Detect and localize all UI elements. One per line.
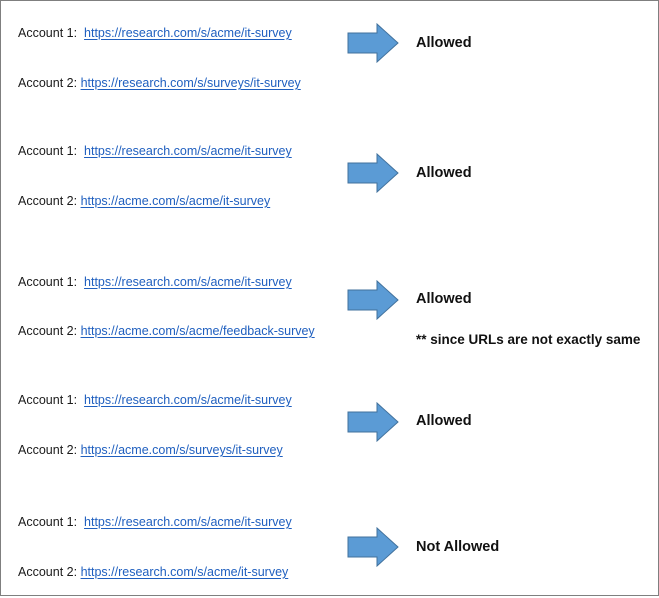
case-row: Account 1: https://research.com/s/acme/i… — [1, 127, 659, 227]
account-2-label: Account 2: — [18, 565, 78, 579]
right-arrow-icon — [347, 153, 399, 193]
case-row: Account 1: https://research.com/s/acme/i… — [1, 498, 659, 598]
account-2-line: Account 2: https://acme.com/s/acme/it-su… — [18, 193, 270, 209]
right-arrow-icon — [347, 23, 399, 63]
account-2-url-link[interactable]: https://acme.com/s/surveys/it-survey — [80, 443, 283, 457]
result-label: Not Allowed — [416, 539, 500, 555]
result-label: Allowed — [416, 35, 472, 51]
case-row: Account 1: https://research.com/s/acme/i… — [1, 258, 659, 358]
account-2-url-link[interactable]: https://research.com/s/acme/it-survey — [80, 565, 289, 579]
result-label: Allowed — [416, 413, 472, 429]
result-label: Allowed — [416, 165, 472, 181]
right-arrow-icon — [347, 402, 399, 442]
account-2-label: Account 2: — [18, 76, 78, 90]
account-1-line: Account 1: https://research.com/s/acme/i… — [18, 514, 292, 530]
right-arrow-icon — [347, 527, 399, 567]
account-1-url-link[interactable]: https://research.com/s/acme/it-survey — [84, 144, 292, 158]
account-1-url-link[interactable]: https://research.com/s/acme/it-survey — [84, 26, 292, 40]
account-1-line: Account 1: https://research.com/s/acme/i… — [18, 274, 292, 290]
result-label: Allowed — [416, 291, 472, 307]
account-1-url-link[interactable]: https://research.com/s/acme/it-survey — [84, 393, 292, 407]
account-2-line: Account 2: https://research.com/s/survey… — [18, 75, 301, 91]
account-2-label: Account 2: — [18, 194, 78, 208]
case-row: Account 1: https://research.com/s/acme/i… — [1, 1, 659, 101]
account-1-label: Account 1: — [18, 393, 78, 407]
account-1-line: Account 1: https://research.com/s/acme/i… — [18, 25, 292, 41]
account-1-label: Account 1: — [18, 144, 78, 158]
account-2-url-link[interactable]: https://research.com/s/surveys/it-survey — [80, 76, 301, 90]
right-arrow-icon — [347, 280, 399, 320]
account-2-url-link[interactable]: https://acme.com/s/acme/it-survey — [80, 194, 271, 208]
account-1-url-link[interactable]: https://research.com/s/acme/it-survey — [84, 275, 292, 289]
account-2-line: Account 2: https://acme.com/s/surveys/it… — [18, 442, 283, 458]
account-2-label: Account 2: — [18, 324, 78, 338]
account-1-url-link[interactable]: https://research.com/s/acme/it-survey — [84, 515, 292, 529]
account-1-line: Account 1: https://research.com/s/acme/i… — [18, 143, 292, 159]
account-1-label: Account 1: — [18, 275, 78, 289]
account-1-label: Account 1: — [18, 515, 78, 529]
account-2-url-link[interactable]: https://acme.com/s/acme/feedback-survey — [80, 324, 315, 338]
account-1-line: Account 1: https://research.com/s/acme/i… — [18, 392, 292, 408]
account-2-line: Account 2: https://research.com/s/acme/i… — [18, 564, 288, 580]
result-note: ** since URLs are not exactly same — [416, 332, 641, 347]
case-row: Account 1: https://research.com/s/acme/i… — [1, 377, 659, 477]
account-1-label: Account 1: — [18, 26, 78, 40]
account-2-label: Account 2: — [18, 443, 78, 457]
account-2-line: Account 2: https://acme.com/s/acme/feedb… — [18, 323, 315, 339]
